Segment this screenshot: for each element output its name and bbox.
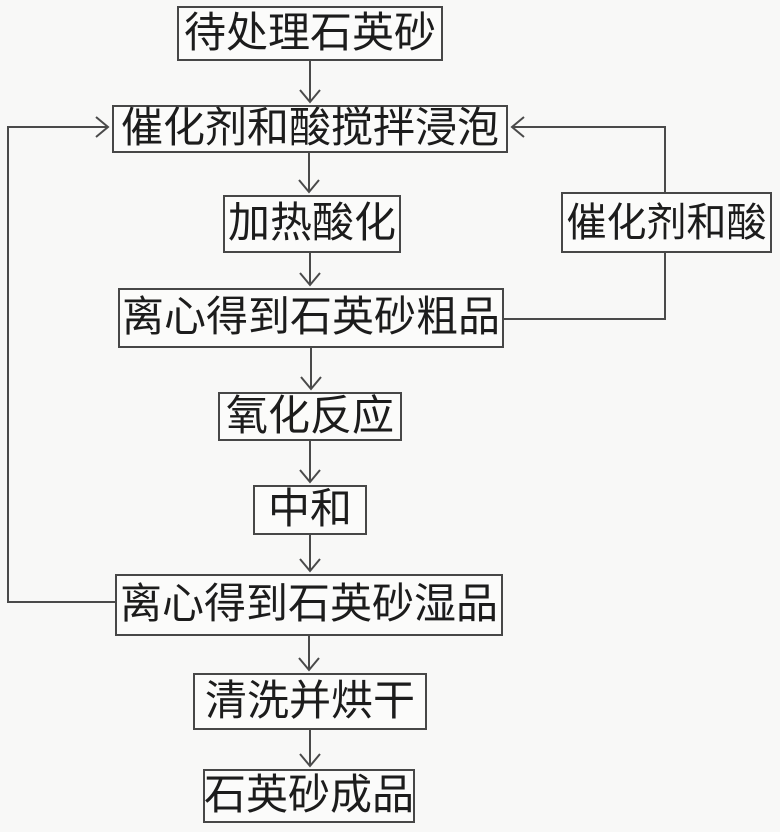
node-centrifuge-wet-product: 离心得到石英砂湿品 (115, 574, 503, 636)
node-raw-quartz-sand: 待处理石英砂 (177, 6, 443, 61)
node-catalyst-acid-label: 催化剂和酸 (561, 192, 772, 253)
node-wash-and-dry: 清洗并烘干 (193, 673, 427, 730)
node-neutralize: 中和 (253, 485, 367, 535)
node-finished-quartz-sand: 石英砂成品 (203, 769, 415, 823)
node-heat-acidify: 加热酸化 (223, 195, 401, 253)
edge-recycle-left-wet-to-soak (7, 116, 115, 603)
node-oxidation-reaction: 氧化反应 (218, 392, 402, 441)
node-catalyst-acid-soak: 催化剂和酸搅拌浸泡 (112, 105, 508, 153)
node-centrifuge-crude-product: 离心得到石英砂粗品 (118, 288, 504, 348)
